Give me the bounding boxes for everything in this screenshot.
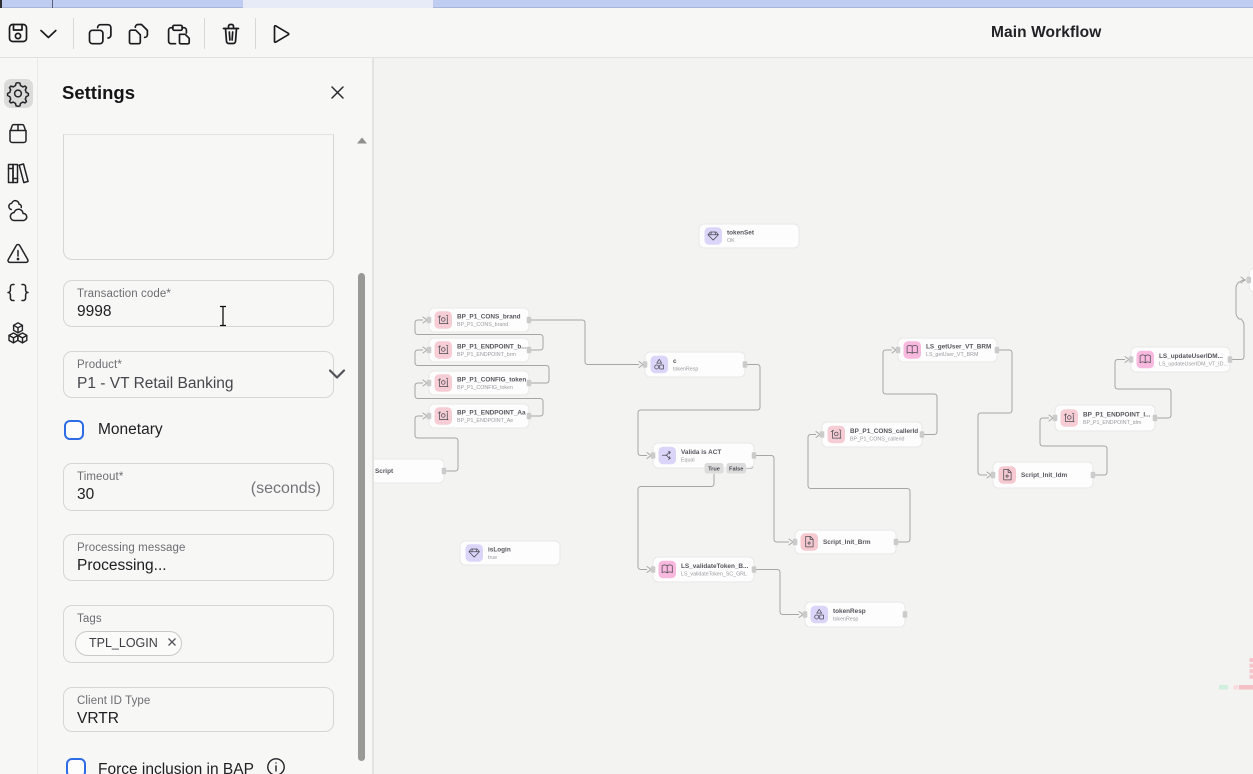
svg-text:Valida is ACT: Valida is ACT [681, 449, 721, 456]
svg-text:BP_P1_CONFIG_token: BP_P1_CONFIG_token [457, 385, 513, 391]
svg-text:BP_P1_ENDPOINT_Aa: BP_P1_ENDPOINT_Aa [457, 410, 526, 417]
svg-text:isLogin: isLogin [488, 547, 511, 554]
svg-text:LS_validateToken_B...: LS_validateToken_B... [681, 563, 749, 570]
svg-text:BP_P1_ENDPOINT_Ae: BP_P1_ENDPOINT_Ae [457, 418, 513, 424]
svg-text:true: true [488, 555, 497, 561]
svg-text:LS_getUser_VT_BRM: LS_getUser_VT_BRM [926, 344, 991, 351]
svg-text:BP_P1_ENDPOINT_b...: BP_P1_ENDPOINT_b... [457, 344, 527, 351]
svg-text:tokenSet: tokenSet [727, 230, 755, 237]
svg-text:BP_P1_ENDPOINT_brm: BP_P1_ENDPOINT_brm [457, 352, 516, 358]
svg-text:BP_P1_CONS_callerid: BP_P1_CONS_callerid [850, 437, 905, 443]
svg-text:tokenResp: tokenResp [833, 617, 858, 623]
svg-text:BP_P1_CONS_callerId: BP_P1_CONS_callerId [850, 428, 918, 435]
svg-text:BP_P1_CONS_brand: BP_P1_CONS_brand [457, 314, 521, 321]
svg-text:BP_P1_ENDPOINT_idm: BP_P1_ENDPOINT_idm [1083, 420, 1142, 426]
svg-text:Script_Init_Idm: Script_Init_Idm [1021, 472, 1067, 479]
svg-text:Script: Script [375, 468, 394, 475]
svg-text:BP_P1_CONS_brand: BP_P1_CONS_brand [457, 322, 508, 328]
svg-text:LS_updateUserIDM_VT_ID...: LS_updateUserIDM_VT_ID... [1159, 362, 1228, 368]
svg-text:False: False [729, 467, 743, 473]
svg-text:LS_getUser_VT_BRM: LS_getUser_VT_BRM [926, 352, 978, 358]
svg-text:Script_Init_Brm: Script_Init_Brm [823, 539, 871, 546]
svg-text:OK: OK [727, 238, 735, 244]
svg-text:BP_P1_CONFIG_token: BP_P1_CONFIG_token [457, 377, 526, 384]
svg-text:c: c [673, 358, 677, 365]
svg-text:tokenResp: tokenResp [673, 367, 698, 373]
svg-text:LS_validateToken_SC_GRL: LS_validateToken_SC_GRL [681, 572, 747, 578]
svg-text:True: True [708, 467, 720, 473]
svg-text:tokenResp: tokenResp [833, 608, 866, 615]
svg-text:LS_updateUserIDM...: LS_updateUserIDM... [1159, 353, 1223, 360]
svg-text:Equal: Equal [681, 458, 695, 464]
svg-text:BP_P1_ENDPOINT_I...: BP_P1_ENDPOINT_I... [1083, 412, 1151, 419]
